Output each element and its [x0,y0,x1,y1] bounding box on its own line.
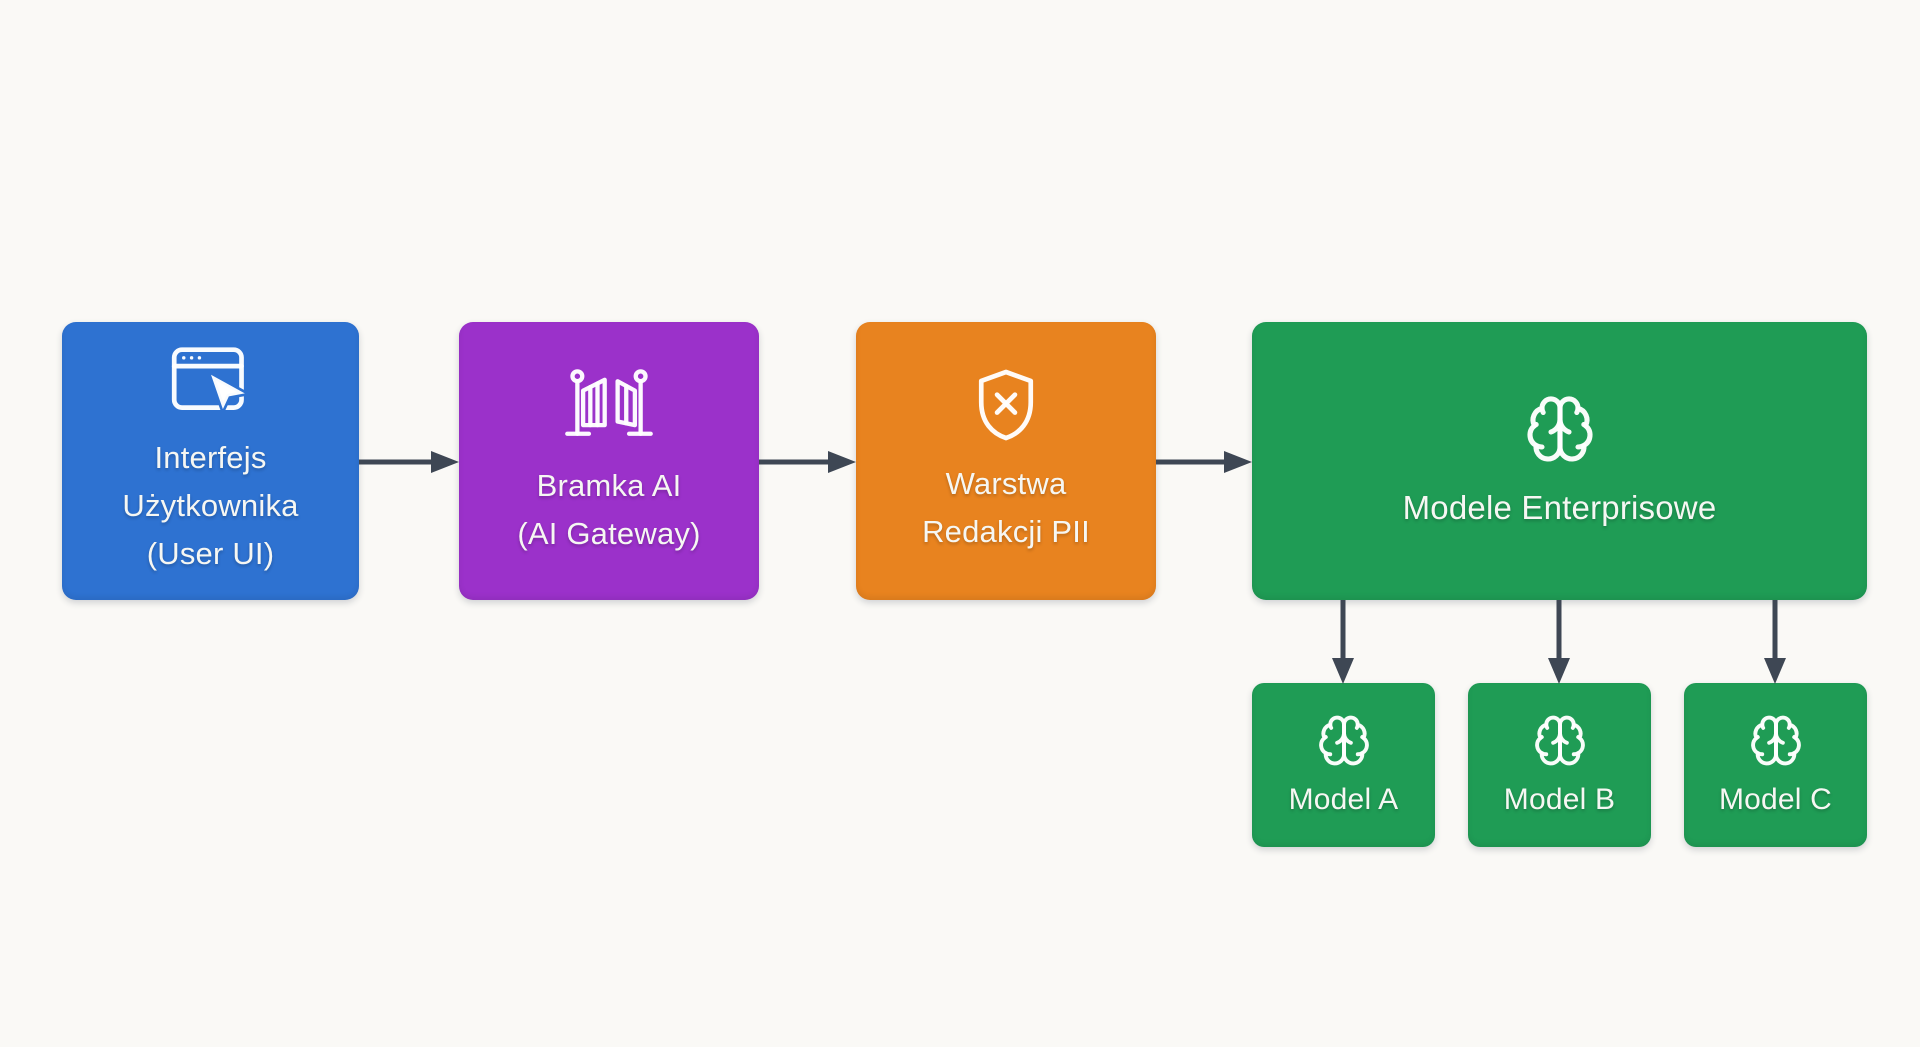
node-user-ui: Interfejs Użytkownika (User UI) [62,322,359,600]
label-line: Redakcji PII [922,513,1090,549]
node-ai-gateway: Bramka AI (AI Gateway) [459,322,759,600]
arrow-models-to-model-c-icon [1761,600,1789,684]
browser-cursor-icon [170,345,252,422]
label-line: (AI Gateway) [517,515,701,551]
label-line: Modele Enterprisowe [1402,488,1717,526]
node-pii-redaction: Warstwa Redakcji PII [856,322,1156,600]
node-user-ui-label: Interfejs Użytkownika (User UI) [122,434,298,578]
arrow-gateway-to-pii-icon [759,448,856,476]
label-line: (User UI) [146,535,275,571]
shield-x-icon [973,367,1039,448]
node-model-a: Model A [1252,683,1435,847]
node-ai-gateway-label: Bramka AI (AI Gateway) [517,462,700,558]
node-model-b: Model B [1468,683,1651,847]
arrow-models-to-model-a-icon [1329,600,1357,684]
arrow-user-ui-to-gateway-icon [359,448,459,476]
node-model-c-label: Model C [1718,783,1833,816]
node-enterprise-models: Modele Enterprisowe [1252,322,1867,600]
node-pii-redaction-label: Warstwa Redakcji PII [922,460,1090,556]
node-model-a-label: Model A [1288,783,1399,816]
brain-icon [1315,713,1373,773]
brain-icon [1522,393,1598,470]
gate-icon [563,365,655,450]
arrow-pii-to-models-icon [1156,448,1252,476]
node-enterprise-models-label: Modele Enterprisowe [1403,486,1717,530]
label-line: Użytkownika [122,487,299,523]
label-line: Bramka AI [536,467,682,503]
label-line: Warstwa [945,465,1067,501]
arrow-models-to-model-b-icon [1545,600,1573,684]
brain-icon [1747,713,1805,773]
brain-icon [1531,713,1589,773]
label-line: Interfejs [154,439,267,475]
node-model-c: Model C [1684,683,1867,847]
node-model-b-label: Model B [1503,783,1616,816]
